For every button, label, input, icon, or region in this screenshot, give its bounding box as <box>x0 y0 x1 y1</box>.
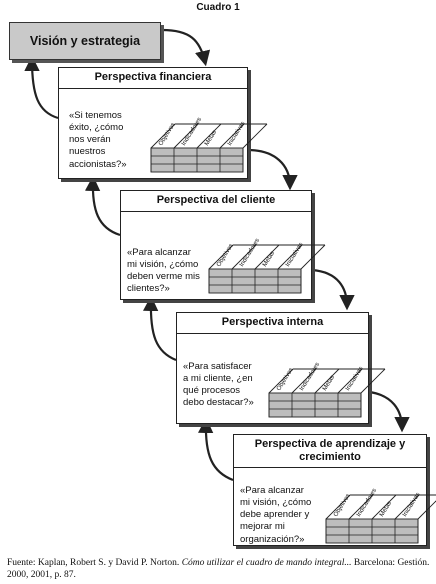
matrix-slant-line <box>196 123 222 149</box>
matrix-slant-line <box>337 368 363 394</box>
source-caption: Fuente: Kaplan, Robert S. y David P. Nor… <box>7 558 431 582</box>
matrix-slant-line <box>348 494 374 520</box>
arrow-financiera-to-cliente <box>247 148 298 191</box>
matrix-slant-line <box>277 244 303 270</box>
matrix-slant-line <box>242 123 268 149</box>
matrix-slant-line <box>394 494 420 520</box>
matrix-slant-line <box>208 244 234 270</box>
vision-strategy-box: Visión y estrategia <box>9 22 161 60</box>
matrix-column-label: Objetivos <box>275 366 295 392</box>
matrix-column-label: Indicadores <box>355 487 378 518</box>
panel-question: «Para alcanzar mi visión, ¿cómo deben ve… <box>127 247 200 295</box>
matrix-column-label: Metas <box>378 500 393 518</box>
arrow-interna-to-cliente <box>142 295 177 362</box>
matrix-column-label: Metas <box>321 374 336 392</box>
matrix-slant-line <box>371 494 397 520</box>
matrix-column-label: Indicadores <box>180 116 203 147</box>
arrow-interna-to-aprendizaje <box>368 390 410 433</box>
matrix-column-label: Objetivos <box>215 242 235 268</box>
panel-question: «Si tenemos éxito, ¿cómo nos verán nuest… <box>69 110 127 170</box>
matrix-slant-line <box>219 123 245 149</box>
caption-prefix: Fuente: Kaplan, Robert S. y David P. Nor… <box>7 558 182 568</box>
arrow-financiera-to-vision <box>24 55 59 120</box>
matrix-slant-line <box>325 494 351 520</box>
arrow-aprendizaje-to-interna <box>197 417 234 482</box>
panel-title: Perspectiva interna <box>177 313 368 334</box>
arrow-cliente-to-financiera <box>84 175 121 237</box>
matrix-column-label: Metas <box>261 250 276 268</box>
matrix-column-label: Indicadores <box>298 361 321 392</box>
panel-aprendizaje: Perspectiva de aprendizaje y crecimiento… <box>233 434 436 546</box>
matrix-slant-line <box>314 368 340 394</box>
panel-interna: Perspectiva interna «Para satisfacer a m… <box>176 312 386 424</box>
arrow-cliente-to-interna <box>311 268 355 311</box>
matrix-column-label: Metas <box>203 129 218 147</box>
matrix-slant-line <box>360 368 386 394</box>
matrix-column-label: Objetivos <box>157 121 177 147</box>
panel-question: «Para alcanzar mi visión, ¿cómo debe apr… <box>240 485 312 545</box>
matrix-column-label: Objetivos <box>332 492 352 518</box>
matrix-slant-line <box>417 500 436 520</box>
matrix-slant-line <box>231 244 257 270</box>
panel-cliente: Perspectiva del cliente «Para alcanzar m… <box>120 190 326 300</box>
matrix-slant-line <box>173 123 199 149</box>
panel-title: Perspectiva financiera <box>59 68 247 89</box>
matrix-slant-line <box>268 368 294 394</box>
panel-question: «Para satisfacer a mi cliente, ¿en qué p… <box>183 361 254 409</box>
panel-financiera: Perspectiva financiera «Si tenemos éxito… <box>58 67 268 179</box>
caption-suffix: Barcelona: Gestión. 2000, 2001, p. 87. <box>7 558 430 580</box>
matrix-slant-line <box>150 123 176 149</box>
panel-title: Perspectiva del cliente <box>121 191 311 212</box>
matrix-column-label: Indicadores <box>238 237 261 268</box>
figure-label: Cuadro 1 <box>196 2 240 13</box>
matrix-slant-line <box>254 244 280 270</box>
caption-book-title: Cómo utilizar el cuadro de mando integra… <box>181 558 352 568</box>
matrix-slant-line <box>291 368 317 394</box>
panel-title: Perspectiva de aprendizaje y crecimiento <box>234 435 426 468</box>
arrow-vision-to-financiera <box>161 28 211 67</box>
matrix-slant-line <box>300 244 326 270</box>
